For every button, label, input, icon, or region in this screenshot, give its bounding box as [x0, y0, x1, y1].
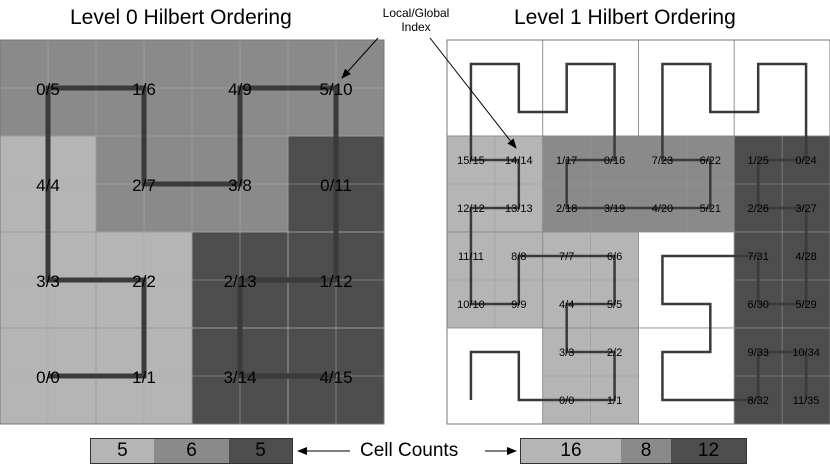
level1-cell-label: 5/29 — [795, 299, 816, 311]
count-right-mid: 8 — [621, 439, 671, 463]
level1-cell-label: 1/25 — [747, 155, 768, 167]
level1-coarse-cell — [638, 327, 735, 425]
level1-coarse-cell — [542, 39, 639, 137]
level0-frame — [0, 39, 385, 425]
count-right-dark: 12 — [671, 439, 746, 463]
level1-cell-label: 2/2 — [607, 347, 622, 359]
level1-cell-label: 1/1 — [607, 395, 622, 407]
level1-cell-label: 6/6 — [607, 251, 622, 263]
cell-counts-right: 16 8 12 — [520, 438, 747, 464]
level1-cell-label: 15/15 — [457, 155, 485, 167]
local-global-index-callout: Local/Global Index — [378, 6, 454, 34]
level1-cell-label: 13/13 — [505, 203, 533, 215]
level1-cell-label: 0/0 — [559, 395, 574, 407]
level1-grid — [446, 39, 830, 425]
level1-cell-label: 3/27 — [795, 203, 816, 215]
level0-cell-label: 0/0 — [36, 368, 60, 387]
level0-cell-label: 0/11 — [320, 176, 352, 195]
level0-cell-label: 1/1 — [132, 368, 156, 387]
level0-title: Level 0 Hilbert Ordering — [70, 6, 292, 29]
level1-cell-label: 3/3 — [559, 347, 574, 359]
level1-cell-label: 14/14 — [505, 155, 533, 167]
level1-cell-label: 12/12 — [457, 203, 485, 215]
level0-cell-label: 3/14 — [223, 368, 256, 387]
level1-coarse-cell — [733, 39, 830, 137]
cell-counts-left: 5 6 5 — [90, 438, 293, 464]
level1-cell-label: 9/33 — [747, 347, 768, 359]
level1-cell-label: 1/17 — [556, 155, 577, 167]
level1-cell-label: 4/28 — [795, 251, 816, 263]
callout-line1: Local/Global — [382, 6, 450, 20]
level0-cell-label: 1/6 — [132, 80, 156, 99]
level1-cell-label: 8/8 — [511, 251, 526, 263]
level1-cell-label: 11/35 — [793, 395, 820, 407]
level1-cell-label: 8/32 — [747, 395, 768, 407]
level0-cell-label: 1/12 — [319, 272, 352, 291]
level0-cell-label: 4/4 — [36, 176, 60, 195]
level1-cell-label: 9/9 — [511, 299, 526, 311]
level1-frame — [446, 39, 830, 425]
level1-cell-label: 6/30 — [747, 299, 768, 311]
level0-cell-label: 3/3 — [36, 272, 60, 291]
level1-coarse-cell — [638, 39, 735, 137]
level1-cell-label: 10/10 — [457, 299, 485, 311]
level1-coarse-cell — [638, 231, 735, 329]
level1-title: Level 1 Hilbert Ordering — [514, 6, 736, 29]
level1-cell-label: 2/26 — [747, 203, 768, 215]
level0-cell-label: 4/9 — [228, 80, 252, 99]
count-right-light: 16 — [521, 439, 621, 463]
cell-counts-label: Cell Counts — [360, 440, 459, 461]
level0-cell-label: 2/13 — [223, 272, 256, 291]
count-left-mid: 6 — [153, 439, 230, 463]
level1-labels: 15/15 14/14 1/17 0/16 7/23 6/22 1/25 0/24 12/12 1… — [457, 155, 820, 407]
level1-cell-label: 7/31 — [747, 251, 768, 263]
level0-labels: 0/5 1/6 4/9 5/10 4/4 2/7 3/8 0/11 3/3 2/2 2/13 1/12… — [36, 80, 352, 387]
count-left-dark: 5 — [229, 439, 292, 463]
level1-cell-label: 5/5 — [607, 299, 622, 311]
level1-cell-label: 3/19 — [604, 203, 625, 215]
level1-coarse-cell — [446, 327, 544, 425]
level0-cell-label: 3/8 — [228, 176, 252, 195]
level1-cell-label: 2/18 — [556, 203, 577, 215]
level1-hilbert-curve — [469, 62, 808, 402]
level0-cell-label: 4/15 — [319, 368, 352, 387]
level0-cell-label: 2/7 — [132, 176, 156, 195]
level1-cell-label: 6/22 — [700, 155, 721, 167]
level1-cell-label: 7/7 — [559, 251, 574, 263]
level1-cell-label: 10/34 — [792, 347, 820, 359]
level1-cell-label: 4/4 — [559, 299, 574, 311]
level0-cell-label: 2/2 — [132, 272, 156, 291]
callout-arrow-left — [341, 37, 379, 79]
level0-cell-label: 0/5 — [36, 80, 60, 99]
count-left-light: 5 — [91, 439, 154, 463]
level0-cell-label: 5/10 — [319, 80, 352, 99]
level1-cell-label: 0/24 — [795, 155, 816, 167]
level0-hilbert-curve — [45, 85, 339, 379]
level1-cell-label: 11/11 — [458, 251, 484, 263]
callout-arrow-right — [429, 37, 517, 149]
callout-line2: Index — [401, 20, 431, 34]
level1-cell-label: 5/21 — [700, 203, 721, 215]
level1-cell-label: 7/23 — [652, 155, 673, 167]
level1-cell-label: 4/20 — [652, 203, 673, 215]
level1-cell-label: 0/16 — [604, 155, 625, 167]
